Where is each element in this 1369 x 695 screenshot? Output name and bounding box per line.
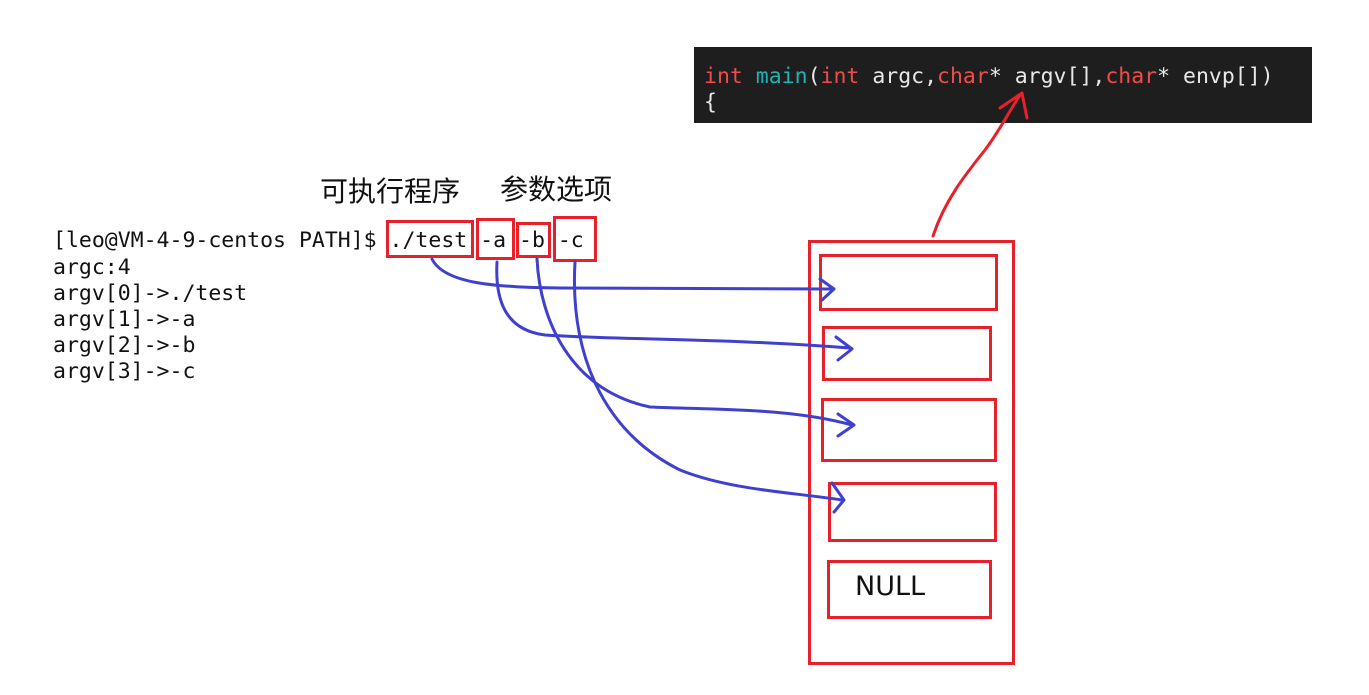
highlight-arg-test — [386, 220, 474, 258]
code-token: * envp[]) — [1157, 64, 1274, 89]
argv-slot-0 — [819, 254, 998, 311]
argv-array — [808, 240, 1015, 665]
null-label: NULL — [855, 571, 926, 602]
arg-2: -b — [519, 228, 545, 253]
code-token: char — [937, 64, 989, 89]
terminal-output-line: argv[2]->-b — [53, 333, 196, 358]
arg-3: -c — [557, 228, 584, 253]
arg-1: -a — [480, 228, 507, 253]
code-token: int — [704, 64, 743, 89]
code-token: argc, — [859, 64, 938, 89]
terminal-output-line: argv[0]->./test — [53, 281, 248, 306]
highlight-arg-a — [476, 218, 515, 260]
label-executable: 可执行程序 — [320, 175, 461, 208]
terminal-output-line: argv[1]->-a — [53, 307, 196, 332]
label-options: 参数选项 — [500, 173, 613, 206]
terminal-command-line: [leo@VM-4-9-centos PATH]$ ./test -a -b -… — [53, 228, 584, 253]
argv-slot-null — [827, 560, 992, 619]
arrow-arg3 — [572, 260, 846, 514]
arrow-arg0 — [430, 257, 836, 302]
arrow-arg1 — [495, 260, 854, 362]
code-token: main — [755, 64, 808, 89]
code-line-main: int main(int argc,char* argv[],char* env… — [704, 64, 1274, 89]
highlight-arg-b — [516, 222, 551, 258]
argv-slot-3 — [828, 482, 997, 542]
argv-slot-2 — [821, 398, 997, 462]
arg-0: ./test — [389, 228, 468, 253]
code-token: * argv[], — [988, 64, 1106, 89]
arrow-to-argv — [931, 91, 1029, 238]
code-line-brace: { — [704, 90, 717, 115]
code-snippet: int main(int argc,char* argv[],char* env… — [694, 47, 1312, 123]
terminal-prompt: [leo@VM-4-9-centos PATH]$ — [53, 228, 390, 253]
code-token: char — [1105, 64, 1158, 89]
arrow-arg2 — [535, 257, 856, 438]
argv-slot-1 — [822, 326, 992, 381]
code-token: int — [820, 64, 860, 89]
terminal-output-line: argv[3]->-c — [53, 359, 196, 384]
terminal-output-line: argc:4 — [53, 255, 131, 280]
code-token: ( — [807, 64, 821, 89]
